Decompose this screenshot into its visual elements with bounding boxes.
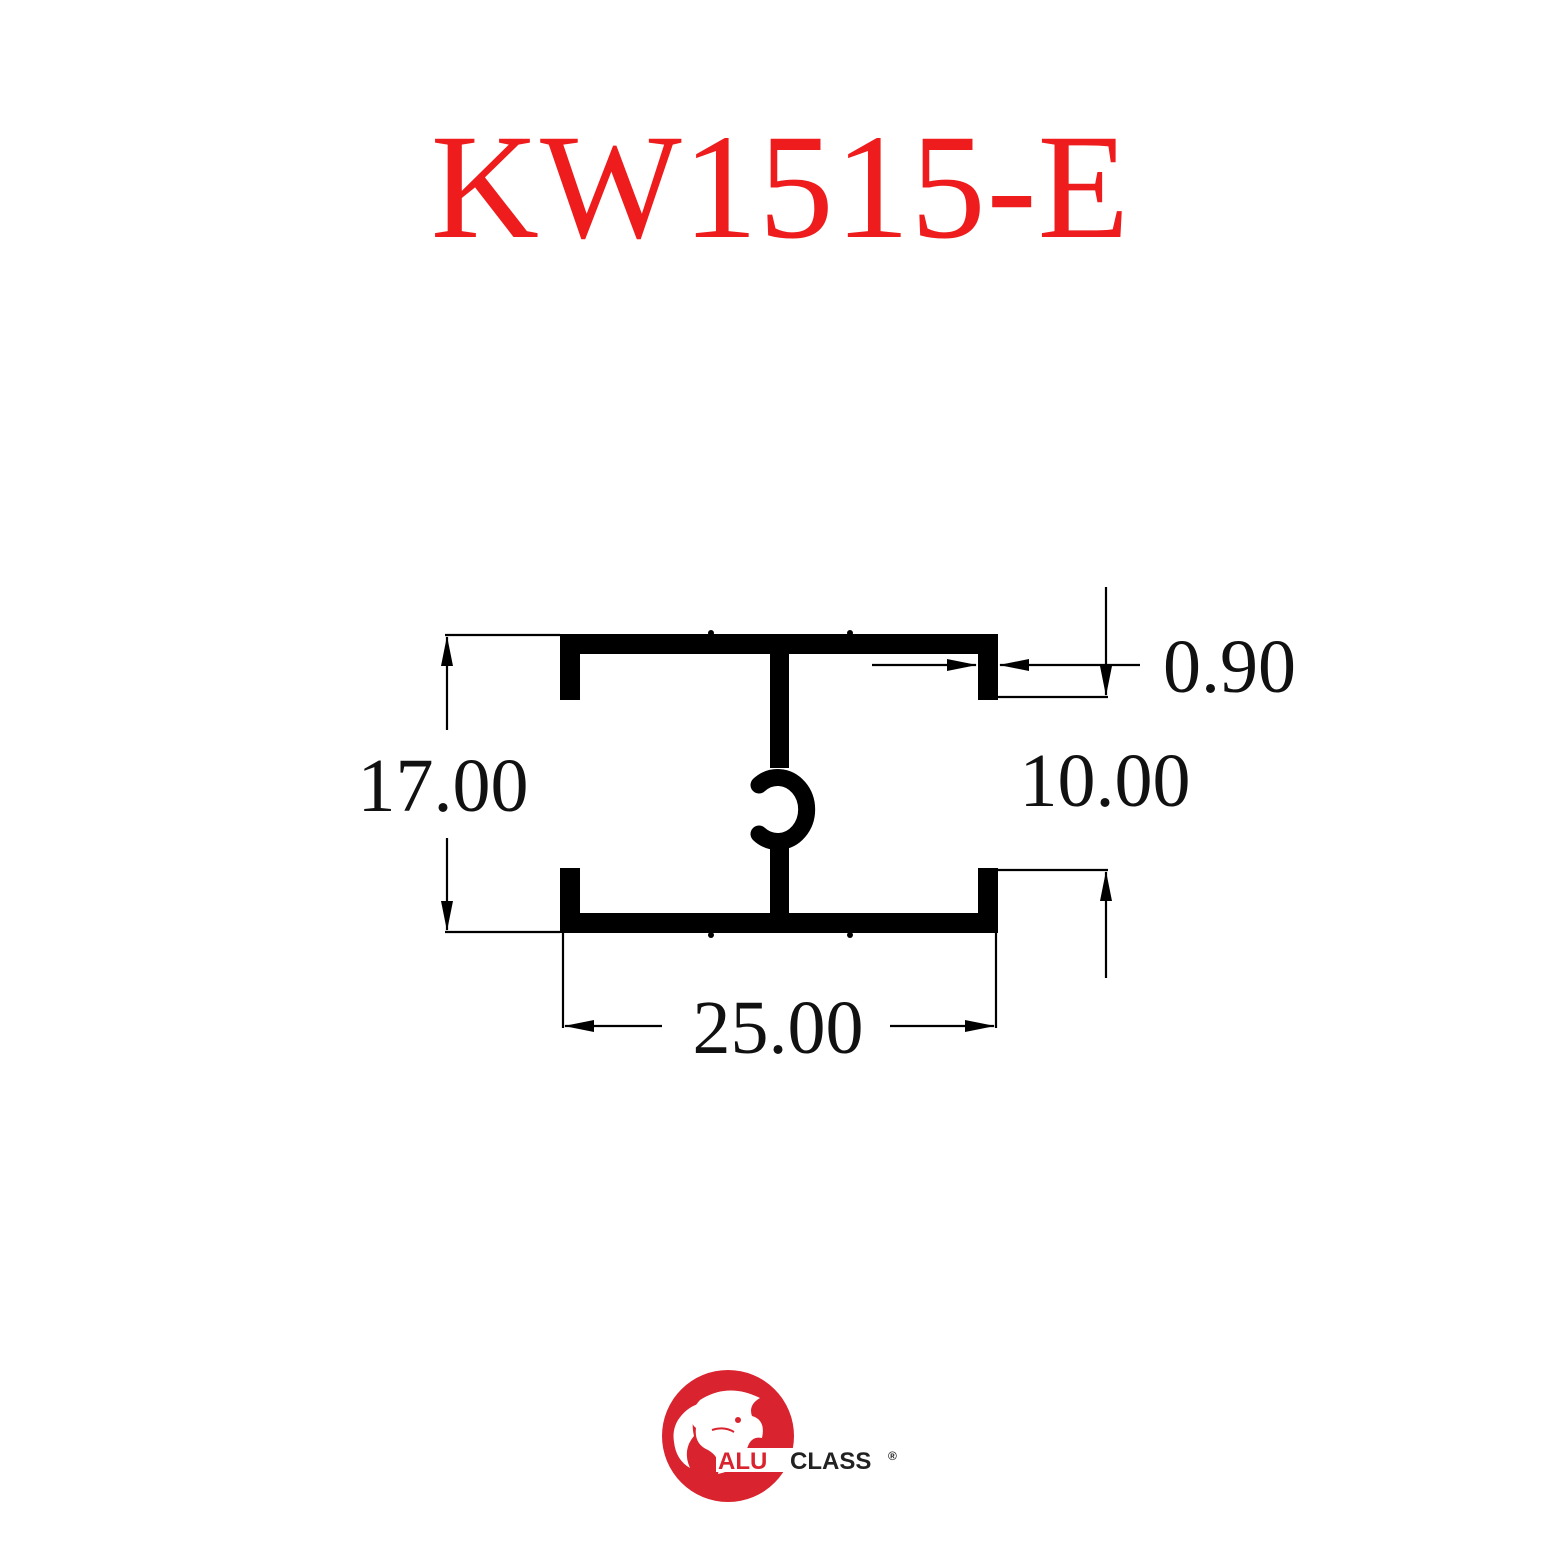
aluminium-profile-section [560, 630, 998, 938]
bottom-flange [560, 913, 998, 933]
height-dimension: 17.00 [358, 633, 560, 934]
product-code-title: KW1515-E [430, 104, 1131, 270]
bottom-right-lip [978, 868, 998, 933]
thickness-dimension: 0.90 [872, 625, 1296, 709]
top-left-lip [560, 634, 580, 700]
logo-text-alu: ALU [718, 1448, 767, 1475]
width-dimension: 25.00 [561, 933, 998, 1070]
opening-dimension: 10.00 [998, 587, 1191, 978]
rib-mark [847, 630, 853, 636]
height-label: 17.00 [358, 744, 529, 828]
central-web-upper [770, 640, 789, 768]
thickness-label: 0.90 [1163, 625, 1296, 709]
top-right-lip [978, 634, 998, 700]
screw-port [750, 769, 816, 850]
bottom-left-lip [560, 868, 580, 933]
rib-mark [708, 932, 714, 938]
logo-text-class: CLASS [790, 1448, 871, 1475]
logo-text-background [716, 1448, 896, 1472]
rib-mark [847, 932, 853, 938]
aluclass-logo: ALU CLASS ® [662, 1370, 897, 1502]
central-web-lower [770, 842, 789, 922]
opening-label: 10.00 [1020, 739, 1191, 823]
width-label: 25.00 [693, 986, 864, 1070]
rib-mark [708, 630, 714, 636]
registered-mark: ® [888, 1449, 897, 1463]
